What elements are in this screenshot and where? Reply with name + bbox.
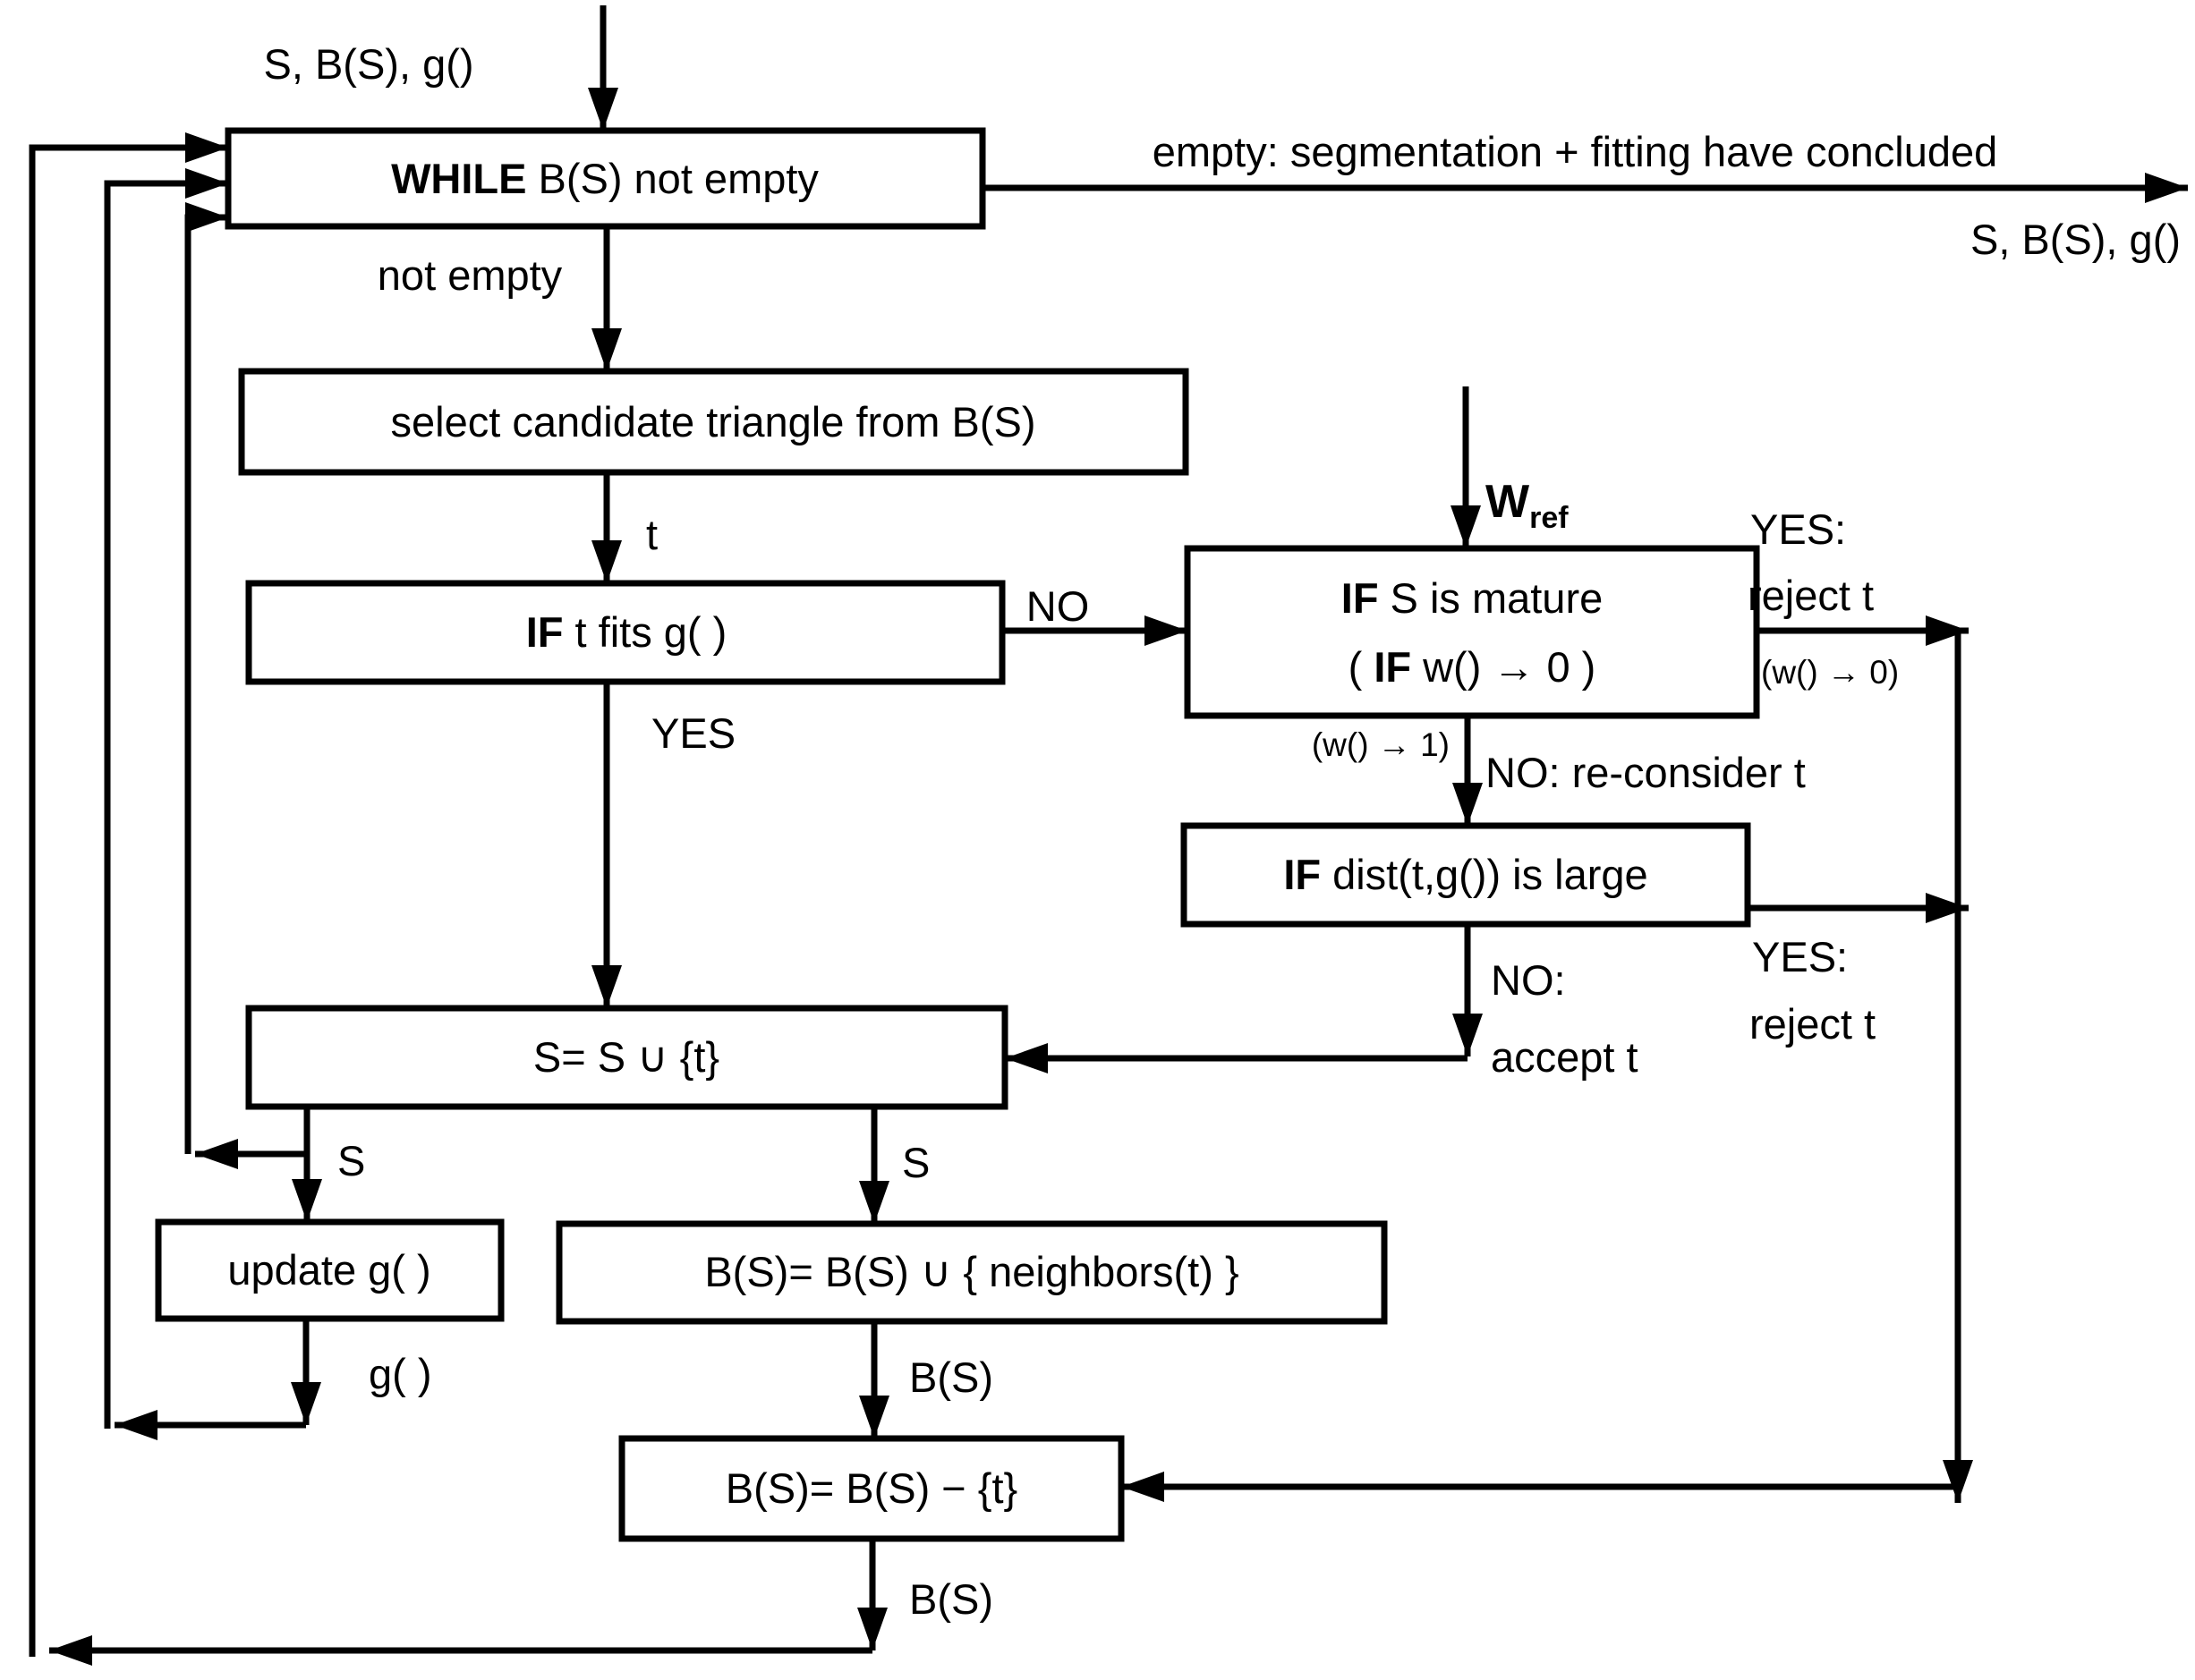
label-initial-input: S, B(S), g(): [263, 40, 473, 88]
bs-minus-t-box: [618, 1435, 1125, 1542]
edge-s-riser-into-while: [184, 202, 228, 1154]
bs-minus-t-label: B(S)= B(S) − {t}: [726, 1464, 1018, 1512]
select-candidate-label: select candidate triangle from B(S): [391, 398, 1036, 445]
label-bs-after-minus: B(S): [909, 1575, 993, 1623]
label-mature-w1: (w() → 1): [1312, 726, 1450, 763]
label-dist-reject: reject t: [1749, 1000, 1876, 1048]
while-box: [225, 127, 986, 230]
if-dist-large-box: [1180, 822, 1751, 928]
update-g-label: update g( ): [227, 1246, 430, 1294]
label-w-ref: Wref: [1485, 476, 1569, 535]
label-exit-output: S, B(S), g(): [1970, 216, 2181, 263]
label-bs-after-neighbors: B(S): [909, 1353, 993, 1401]
select-candidate-box: [238, 368, 1189, 476]
label-dist-no: NO:: [1491, 956, 1566, 1004]
label-s-right: S: [902, 1139, 930, 1186]
label-mature-reject: reject t: [1748, 572, 1874, 619]
label-dist-yes: YES:: [1752, 933, 1848, 980]
if-t-fits-box: [245, 580, 1006, 685]
update-g-box: [155, 1218, 505, 1322]
label-empty-note: empty: segmentation + fitting have concl…: [1153, 128, 1998, 175]
label-fits-yes: YES: [651, 709, 736, 757]
label-g-out: g( ): [369, 1350, 432, 1397]
edge-bs-riser-into-while: [29, 132, 228, 1657]
bs-union-neighbors-label: B(S)= B(S) ∪ { neighbors(t) }: [704, 1248, 1238, 1295]
edge-g-riser-into-while: [104, 168, 228, 1429]
if-s-mature-box: [1184, 545, 1760, 719]
label-mature-w0: (w() → 0): [1761, 654, 1899, 691]
label-mature-no-reconsider: NO: re-consider t: [1485, 749, 1806, 796]
label-fits-no: NO: [1026, 582, 1090, 630]
label-dist-accept: accept t: [1491, 1033, 1638, 1081]
label-not-empty: not empty: [378, 251, 563, 299]
s-union-label: S= S ∪ {t}: [533, 1033, 719, 1081]
label-s-left: S: [337, 1137, 365, 1184]
s-union-box: [245, 1005, 1008, 1110]
bs-union-neighbors-box: [556, 1220, 1388, 1325]
label-t: t: [646, 511, 658, 558]
label-mature-yes: YES:: [1750, 505, 1846, 553]
